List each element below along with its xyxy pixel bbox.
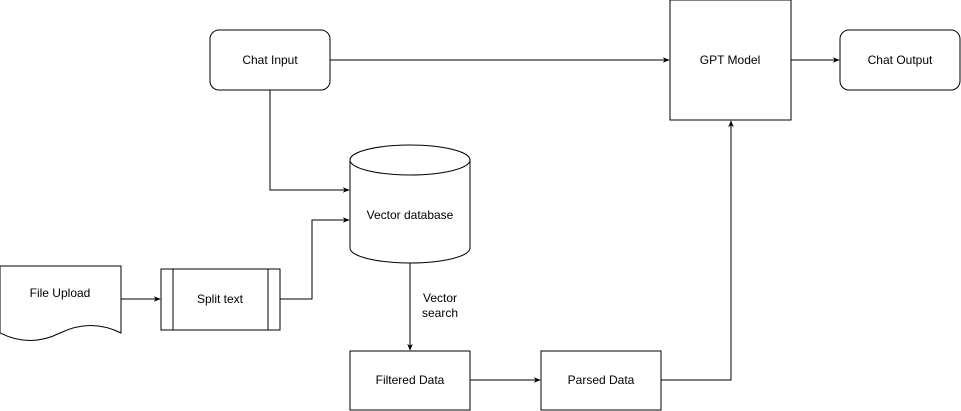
node-chat-output-label: Chat Output (868, 53, 933, 67)
node-vector-database-label: Vector database (367, 208, 454, 222)
node-file-upload[interactable]: File Upload (0, 265, 122, 341)
node-split-text[interactable]: Split text (160, 268, 281, 331)
edge-label-vector-search-line1: Vector (423, 291, 457, 305)
node-file-upload-label: File Upload (30, 286, 91, 300)
database-cylinder-icon (349, 160, 471, 264)
node-gpt-model-label: GPT Model (700, 53, 760, 67)
node-split-text-label: Split text (197, 292, 244, 306)
edge-chat-input-to-vector-database (269, 90, 350, 193)
edge-split-text-to-vector-database (280, 217, 350, 300)
node-vector-database[interactable]: Vector database (349, 144, 471, 264)
node-chat-output[interactable]: Chat Output (839, 29, 961, 91)
node-parsed-data-label: Parsed Data (568, 373, 635, 387)
node-filtered-data-label: Filtered Data (376, 373, 445, 387)
node-filtered-data[interactable]: Filtered Data (349, 350, 471, 411)
edges (121, 57, 840, 383)
node-chat-input-label: Chat Input (242, 53, 298, 67)
node-chat-input[interactable]: Chat Input (209, 29, 331, 91)
node-parsed-data[interactable]: Parsed Data (540, 350, 662, 411)
document-shape-icon (0, 265, 122, 341)
edge-parsed-data-to-gpt-model (661, 120, 734, 381)
node-gpt-model[interactable]: GPT Model (669, 0, 792, 121)
edge-label-vector-search-line2: search (422, 306, 458, 320)
